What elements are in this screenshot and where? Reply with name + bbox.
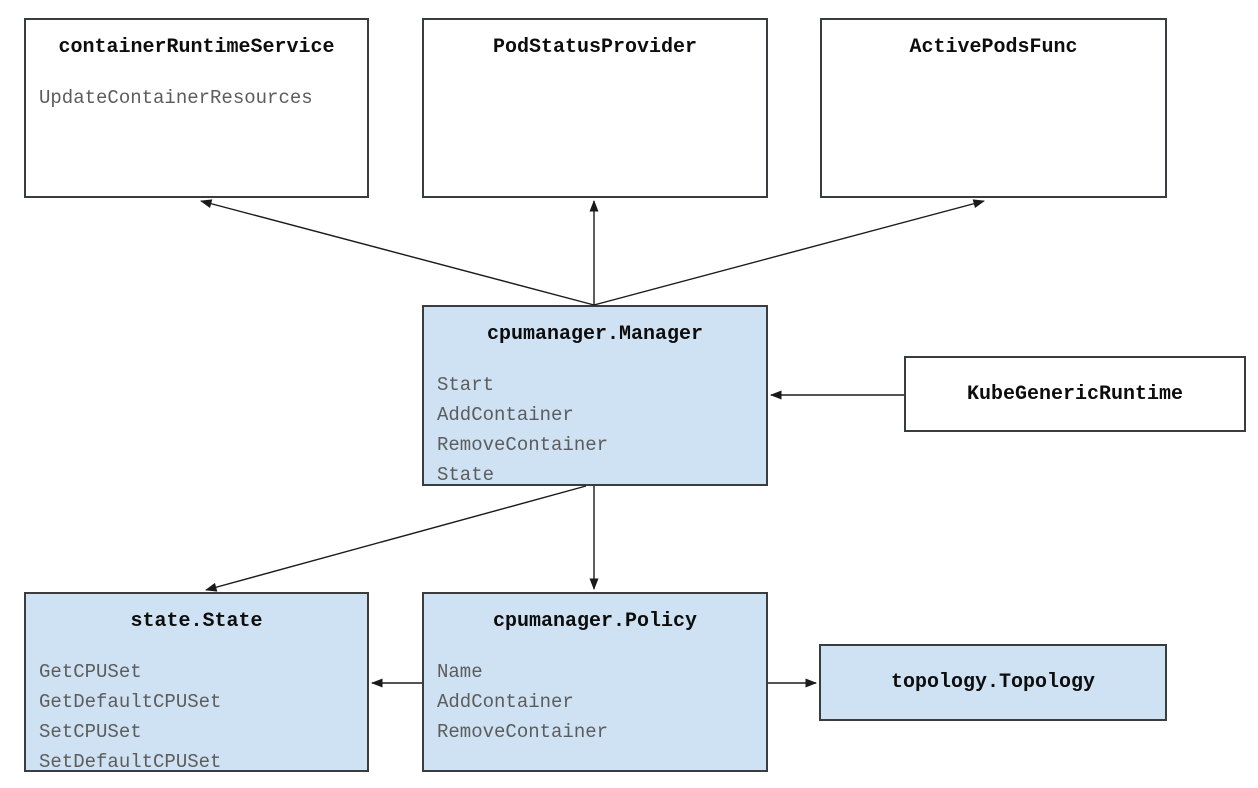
method-label: SetDefaultCPUSet	[39, 751, 222, 773]
box-cpumanager-policy: cpumanager.Policy Name AddContainer Remo…	[422, 592, 768, 772]
box-kube-generic-runtime: KubeGenericRuntime	[904, 356, 1246, 432]
box-title: cpumanager.Policy	[492, 610, 698, 633]
box-topology-topology: topology.Topology	[819, 644, 1167, 721]
box-title: topology.Topology	[890, 671, 1096, 694]
box-cpumanager-manager: cpumanager.Manager Start AddContainer Re…	[422, 305, 768, 486]
box-title: ActivePodsFunc	[909, 36, 1078, 59]
method-label: RemoveContainer	[437, 434, 609, 456]
method-label: AddContainer	[437, 691, 574, 713]
method-label: Name	[437, 661, 483, 683]
box-title: cpumanager.Manager	[486, 323, 704, 346]
box-state-state: state.State GetCPUSet GetDefaultCPUSet S…	[24, 592, 369, 773]
method-list: Name AddContainer RemoveContainer	[424, 657, 766, 747]
box-title: PodStatusProvider	[492, 36, 698, 59]
method-list: GetCPUSet GetDefaultCPUSet SetCPUSet Set…	[26, 657, 367, 777]
arrow-manager-to-container-runtime-service	[200, 199, 595, 306]
arrow-manager-to-state-state	[205, 485, 587, 592]
method-label: GetCPUSet	[39, 661, 142, 683]
box-active-pods-func: ActivePodsFunc	[820, 18, 1167, 198]
box-pod-status-provider: PodStatusProvider	[422, 18, 768, 198]
method-label: UpdateContainerResources	[39, 87, 313, 109]
box-title: state.State	[130, 610, 263, 633]
method-label: AddContainer	[437, 404, 574, 426]
method-list: UpdateContainerResources	[26, 83, 367, 113]
method-label: Start	[437, 374, 495, 396]
arrow-manager-to-active-pods-func	[593, 199, 985, 306]
method-label: State	[437, 464, 495, 486]
box-container-runtime-service: containerRuntimeService UpdateContainerR…	[24, 18, 369, 198]
box-title: containerRuntimeService	[58, 36, 335, 59]
method-label: SetCPUSet	[39, 721, 142, 743]
method-label: RemoveContainer	[437, 721, 609, 743]
box-title: KubeGenericRuntime	[966, 382, 1184, 406]
method-list: Start AddContainer RemoveContainer State	[424, 370, 766, 490]
method-label: GetDefaultCPUSet	[39, 691, 222, 713]
